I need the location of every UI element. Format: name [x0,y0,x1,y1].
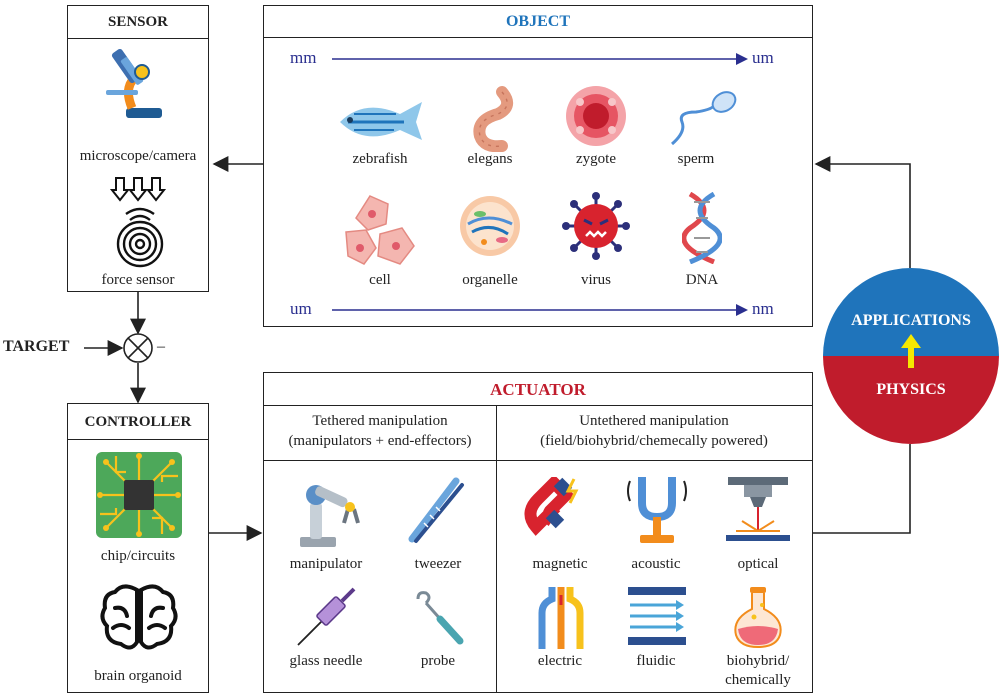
cells-icon [345,195,415,265]
actuator-label-magnetic: magnetic [532,556,588,572]
fish-icon [340,102,422,140]
actuator-label-tweezer: tweezer [414,556,462,572]
object-label-dna: DNA [685,272,719,288]
worm-icon [473,86,514,152]
scale-arrow-top [332,53,748,65]
object-label-virus: virus [581,272,611,288]
brain-icon [100,584,178,650]
sensor-label-microscope: microscope/camera [79,148,197,164]
target-label: TARGET [3,338,70,355]
cable-icon [538,587,584,649]
tuning-fork-icon [627,477,687,543]
object-title: OBJECT [505,13,570,30]
tethered-heading-line2: (manipulators + end-effectors) [288,433,472,449]
object-box: OBJECT mm um zebrafish elegans zygote sp… [263,5,813,327]
fingerprint-sensor-icon [116,207,164,268]
actuator-label-optical: optical [737,556,779,572]
object-scale-bottom-from: um [290,299,312,318]
physics-label: PHYSICS [876,381,946,398]
robot-arm-icon [300,485,360,547]
controller-title: CONTROLLER [84,414,192,430]
sensor-box: SENSOR microscope/camera force sensor [67,5,209,292]
up-arrow-icon [901,334,921,368]
object-scale-bottom-to: nm [752,299,774,318]
actuator-label-glass-needle: glass needle [289,653,363,669]
tethered-heading-line1: Tethered manipulation [312,413,448,429]
chip-icon [96,452,182,538]
scale-arrow-bottom [332,304,748,316]
probe-icon [416,591,464,645]
actuator-label-probe: probe [420,653,456,669]
actuator-label-acoustic: acoustic [631,556,681,572]
sensor-title: SENSOR [107,14,169,30]
object-scale-top-to: um [752,48,774,67]
actuator-label-chemically: chemically [725,672,791,688]
laser-icon [726,477,790,541]
actuator-label-electric: electric [537,653,583,669]
controller-label-chip: chip/circuits [100,548,176,564]
actuator-label-manipulator: manipulator [289,556,363,572]
force-arrows-icon [110,177,167,202]
flow-icon [628,587,686,645]
needle-icon [297,587,356,646]
dna-icon [682,192,722,264]
actuator-label-biohybrid: biohybrid/ [726,653,790,669]
magnet-icon [524,477,579,536]
object-label-organelle: organelle [462,272,518,288]
controller-box: CONTROLLER chip/circuits brain organoid [67,403,209,693]
actuator-title: ACTUATOR [490,380,586,399]
virus-icon [562,192,630,260]
untethered-heading-line1: Untethered manipulation [579,413,729,429]
flask-icon [734,587,782,649]
object-label-sperm: sperm [677,151,715,167]
target-minus-sign: – [157,338,165,355]
object-label-zebrafish: zebrafish [352,151,408,167]
sensor-label-force: force sensor [101,272,175,288]
controller-label-brain: brain organoid [94,668,182,684]
object-label-cell: cell [369,272,391,288]
actuator-label-fluidic: fluidic [636,653,676,669]
object-label-zygote: zygote [576,151,616,167]
untethered-heading-line2: (field/biohybrid/chemecally powered) [540,433,768,449]
object-label-elegans: elegans [467,151,513,167]
applications-label: APPLICATIONS [851,312,971,329]
microscope-icon [106,48,162,118]
organelle-icon [460,196,520,256]
object-scale-top-from: mm [290,48,317,67]
sperm-icon [671,91,737,146]
applications-physics-circle: APPLICATIONS PHYSICS [823,268,999,444]
tweezer-icon [408,477,464,543]
zygote-icon [566,86,626,146]
actuator-box: ACTUATOR Tethered manipulation (manipula… [263,372,813,693]
